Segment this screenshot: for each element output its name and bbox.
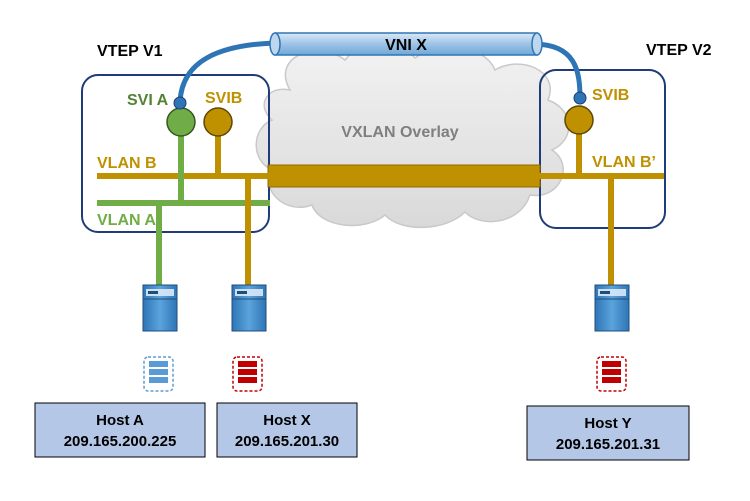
host-y-name: Host Y — [584, 415, 631, 432]
vm-host-x-icon — [232, 356, 263, 392]
vlan-b-prime-label: VLAN B’ — [592, 154, 656, 171]
host-x-name: Host X — [263, 412, 311, 429]
vlan-b-label: VLAN B — [97, 155, 157, 172]
overlay-vlan-b-bar — [267, 164, 541, 188]
host-y-box — [526, 405, 690, 461]
host-y-ip: 209.165.201.31 — [556, 436, 660, 453]
svi-a-label: SVI A — [127, 92, 169, 109]
vtep-v1-label: VTEP V1 — [97, 43, 163, 60]
svib-v2-label: SVIB — [592, 87, 629, 104]
svib-v1-label: SVIB — [205, 90, 242, 107]
host-a-ip: 209.165.200.225 — [64, 433, 177, 450]
vni-label: VNI X — [385, 37, 427, 54]
vni-tunnel-link-left — [177, 40, 276, 103]
svib-v1-circle — [203, 107, 233, 137]
tunnel-endpoint-dot-left — [173, 96, 187, 110]
vni-tunnel-link-right — [534, 41, 583, 99]
overlay-label: VXLAN Overlay — [341, 124, 458, 141]
tunnel-endpoint-dot-right — [573, 91, 587, 105]
vlan-a-label: VLAN A — [97, 212, 156, 229]
vtep-v2-box — [539, 69, 666, 229]
vni-tunnel — [269, 32, 543, 56]
server-host-y-icon — [594, 284, 630, 332]
vtep-v2-label: VTEP V2 — [646, 42, 712, 59]
vtep-v1-box — [81, 74, 270, 233]
host-x-box — [216, 402, 358, 458]
svi-a-circle — [166, 107, 196, 137]
host-a-name: Host A — [96, 412, 144, 429]
vm-host-y-icon — [596, 356, 627, 392]
host-a-box — [34, 402, 206, 458]
host-x-ip: 209.165.201.30 — [235, 433, 339, 450]
server-host-a-icon — [142, 284, 178, 332]
svib-v2-circle — [564, 105, 594, 135]
server-host-x-icon — [231, 284, 267, 332]
vm-host-a-icon — [143, 356, 174, 392]
